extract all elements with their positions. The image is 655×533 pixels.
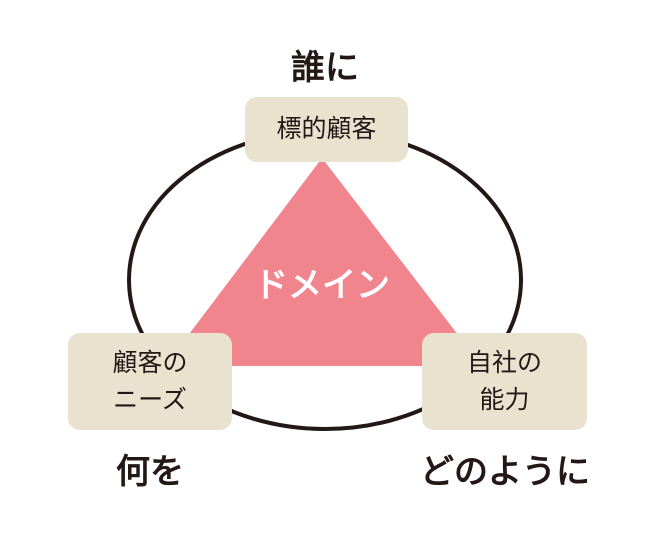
label-how: どのように bbox=[420, 452, 590, 492]
box-capability-line1: 自社の bbox=[466, 348, 542, 378]
box-customer-needs: 顧客のニーズ bbox=[68, 333, 232, 430]
box-capability-line2: 能力 bbox=[479, 384, 530, 414]
box-capability: 自社の能力 bbox=[422, 333, 587, 430]
box-customer-needs-line2: ニーズ bbox=[113, 384, 187, 414]
label-who: 誰に bbox=[291, 48, 359, 88]
label-what: 何を bbox=[116, 452, 184, 492]
domain-triangle bbox=[165, 158, 482, 366]
box-target-customer: 標的顧客 bbox=[245, 97, 408, 162]
box-customer-needs-line1: 顧客の bbox=[112, 348, 188, 378]
domain-label: ドメイン bbox=[254, 265, 390, 306]
box-target-customer-text: 標的顧客 bbox=[276, 114, 377, 144]
